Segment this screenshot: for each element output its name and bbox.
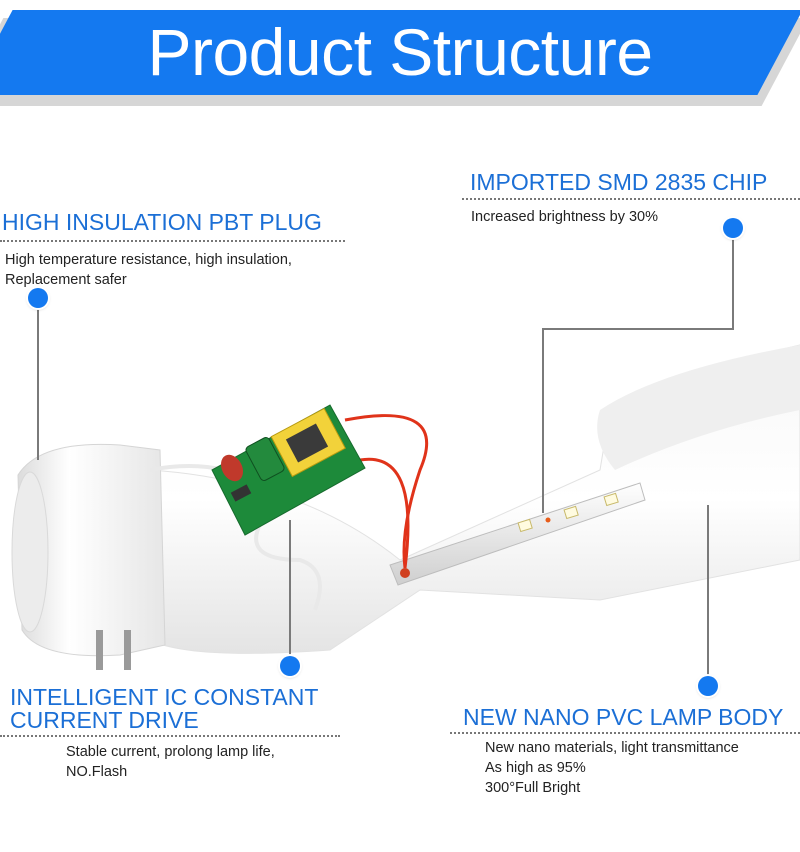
driver-board (211, 404, 366, 536)
end-cap (11, 443, 166, 670)
body-desc-line3: 300°Full Bright (485, 780, 581, 796)
body-heading: NEW NANO PVC LAMP BODY (463, 704, 784, 730)
chip-connector-line-h (542, 328, 734, 330)
chip-connector-line-v2 (542, 328, 544, 513)
page-title: Product Structure (147, 15, 653, 89)
plug-divider (0, 240, 345, 242)
plug-heading: HIGH INSULATION PBT PLUG (2, 209, 322, 235)
chip-divider (462, 198, 800, 200)
chip-callout-dot (723, 218, 743, 238)
chip-heading: IMPORTED SMD 2835 CHIP (470, 169, 768, 195)
driver-desc-line2: NO.Flash (66, 764, 128, 780)
driver-connector-line (289, 520, 291, 665)
body-divider (450, 732, 800, 734)
driver-heading-line1: INTELLIGENT IC CONSTANT (10, 684, 319, 710)
plug-connector-line (37, 300, 39, 460)
chip-desc-line1: Increased brightness by 30% (471, 209, 658, 225)
plug-desc-line1: High temperature resistance, high insula… (5, 252, 292, 268)
driver-heading-line2: CURRENT DRIVE (10, 707, 199, 733)
plug-callout-dot (28, 288, 48, 308)
body-connector-line (707, 505, 709, 685)
driver-desc-line1: Stable current, prolong lamp life, (66, 744, 275, 760)
body-desc-line1: New nano materials, light transmittance (485, 740, 739, 756)
chip-connector-line-v1 (732, 230, 734, 330)
driver-callout-dot (280, 656, 300, 676)
body-callout-dot (698, 676, 718, 696)
driver-divider (0, 735, 340, 737)
body-desc-line2: As high as 95% (485, 760, 586, 776)
led-strip (389, 482, 646, 586)
plug-desc-line2: Replacement safer (5, 272, 127, 288)
